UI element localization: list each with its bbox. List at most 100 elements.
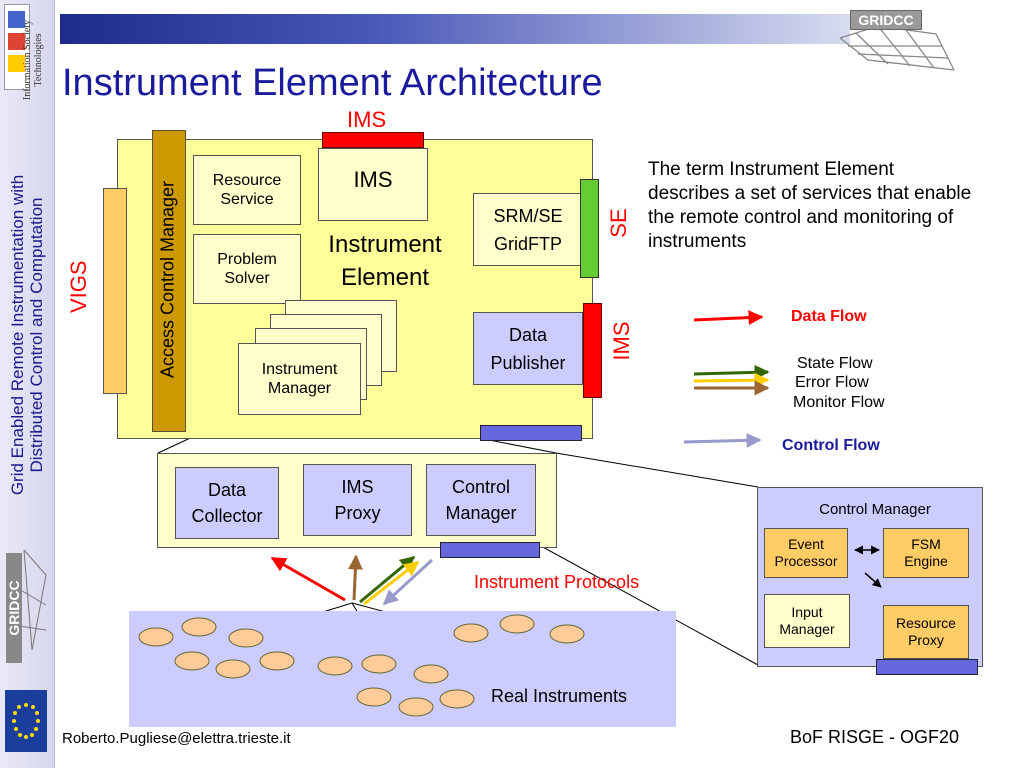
footer-event: BoF RISGE - OGF20: [790, 727, 960, 747]
ist-logo-tile: [8, 11, 25, 28]
legend-control-flow-arrow: [683, 432, 762, 448]
ie-bottom-bar: [480, 425, 582, 441]
instrument-icon: [181, 617, 217, 637]
ims-proxy-box: IMS Proxy: [303, 464, 412, 536]
problem-solver-box: Problem Solver: [193, 234, 301, 304]
instrument-icon: [413, 664, 449, 684]
resource-proxy-line2: Proxy: [908, 632, 944, 648]
eu-flag: [5, 690, 47, 752]
ims-inner-label: IMS: [353, 167, 393, 192]
event-processor-line1: Event: [788, 536, 824, 553]
data-flow-arrow: [270, 556, 346, 602]
vigs-bar: [103, 188, 127, 394]
legend-state-flow-arrow: [693, 364, 770, 380]
se-bar: [580, 179, 599, 278]
fsm-engine-box: FSM Engine: [883, 528, 969, 578]
expansion-bottom-bar: [440, 542, 540, 558]
eu-stars-icon: [12, 703, 40, 739]
ims-right-bar: [583, 303, 602, 398]
cm-arrow-to-resource-proxy: [864, 572, 882, 588]
data-publisher-box: Data Publisher: [473, 312, 583, 385]
instrument-icon: [398, 697, 434, 717]
ims-proxy-line1: IMS: [341, 477, 374, 497]
data-publisher-line1: Data: [508, 324, 548, 345]
cm-bottom-bar: [876, 659, 978, 675]
header-bar: [60, 14, 850, 44]
sidebar: Information Society Technologies Grid En…: [0, 0, 55, 768]
control-manager-line1: Control: [451, 477, 511, 497]
legend-error-flow-arrow: [693, 372, 770, 388]
control-manager-box: Control Manager: [426, 464, 536, 536]
legend-state-flow: State Flow: [797, 355, 873, 372]
instrument-icon: [228, 628, 264, 648]
data-publisher-line2: Publisher: [490, 352, 566, 373]
sidebar-gridcc-logo: GRIDCC: [2, 545, 48, 663]
resource-service-line1: Resource: [212, 171, 282, 189]
instrument-icon: [317, 656, 353, 676]
event-processor-box: Event Processor: [764, 528, 848, 578]
srm-line2: GridFTP: [493, 233, 562, 254]
access-control-manager-bar: [152, 130, 186, 432]
control-flow-arrow: [382, 558, 434, 606]
problem-solver-line2: Solver: [224, 270, 270, 287]
cm-panel-title: Control Manager: [819, 501, 931, 518]
instrument-icon: [259, 651, 295, 671]
resource-proxy-box: Resource Proxy: [883, 605, 969, 659]
se-label: SE: [606, 208, 631, 238]
srm-line1: SRM/SE: [493, 205, 563, 226]
data-collector-line2: Collector: [191, 506, 263, 526]
grid-globe-icon: [839, 25, 955, 71]
legend-control-flow: Control Flow: [782, 437, 880, 454]
input-manager-line1: Input: [791, 604, 823, 621]
instrument-ovals: [138, 614, 585, 717]
vigs-label: VIGS: [66, 260, 91, 313]
input-manager-line2: Manager: [779, 621, 835, 637]
event-processor-line2: Processor: [774, 553, 838, 569]
page-title: Instrument Element Architecture: [62, 62, 603, 104]
instrument-icon: [361, 654, 397, 674]
input-manager-box: Input Manager: [764, 594, 850, 648]
legend-monitor-flow: Monitor Flow: [793, 394, 885, 411]
instrument-element-label: Instrument Element: [310, 228, 460, 294]
monitor-flow-arrow: [347, 554, 363, 601]
resource-service-box: Resource Service: [193, 155, 301, 225]
ims-right-label: IMS: [609, 321, 634, 361]
instrument-icon: [439, 689, 475, 709]
instrument-icon: [215, 659, 251, 679]
data-collector-line1: Data: [207, 480, 247, 500]
logo-text: GRIDCC: [850, 10, 922, 30]
ims-top-bar: [322, 132, 424, 148]
legend-data-flow-arrow: [693, 310, 764, 326]
srm-gridftp-box: SRM/SE GridFTP: [473, 193, 583, 266]
real-instruments-label: Real Instruments: [491, 686, 628, 706]
instrument-icon: [356, 687, 392, 707]
ist-logo-tile: [8, 55, 25, 72]
ist-logo-tile: [8, 33, 25, 50]
instrument-icon: [453, 623, 489, 643]
legend-error-flow: Error Flow: [795, 374, 869, 391]
zoom-line: [529, 539, 759, 666]
control-manager-line2: Manager: [445, 503, 517, 523]
state-flow-arrow: [359, 555, 416, 604]
description-text: The term Instrument Element describes a …: [648, 159, 972, 252]
fsm-engine-line2: Engine: [904, 553, 948, 569]
legend-data-flow: Data Flow: [791, 308, 867, 325]
instrument-manager-line2: Manager: [267, 380, 332, 397]
instrument-manager-line1: Instrument: [261, 360, 338, 378]
footer-email[interactable]: Roberto.Pugliese@elettra.trieste.it: [62, 730, 291, 747]
ims-inner-box: IMS: [318, 148, 428, 221]
instrument-icon: [138, 627, 174, 647]
ims-proxy-line2: Proxy: [334, 503, 381, 523]
resource-service-line2: Service: [220, 191, 274, 208]
instrument-element-line2: Element: [340, 264, 430, 291]
ist-logo: [4, 4, 30, 90]
instrument-manager-box: Instrument Manager: [238, 343, 361, 415]
fsm-engine-line1: FSM: [911, 536, 941, 553]
access-control-manager-label: Access Control Manager: [157, 180, 178, 379]
zoom-line: [555, 452, 759, 488]
instrument-protocols-label: Instrument Protocols: [474, 572, 640, 592]
error-flow-arrow: [363, 560, 420, 606]
cm-internal-arrows: [854, 545, 882, 588]
ims-top-label: IMS: [347, 107, 387, 132]
instrument-icon: [549, 624, 585, 644]
